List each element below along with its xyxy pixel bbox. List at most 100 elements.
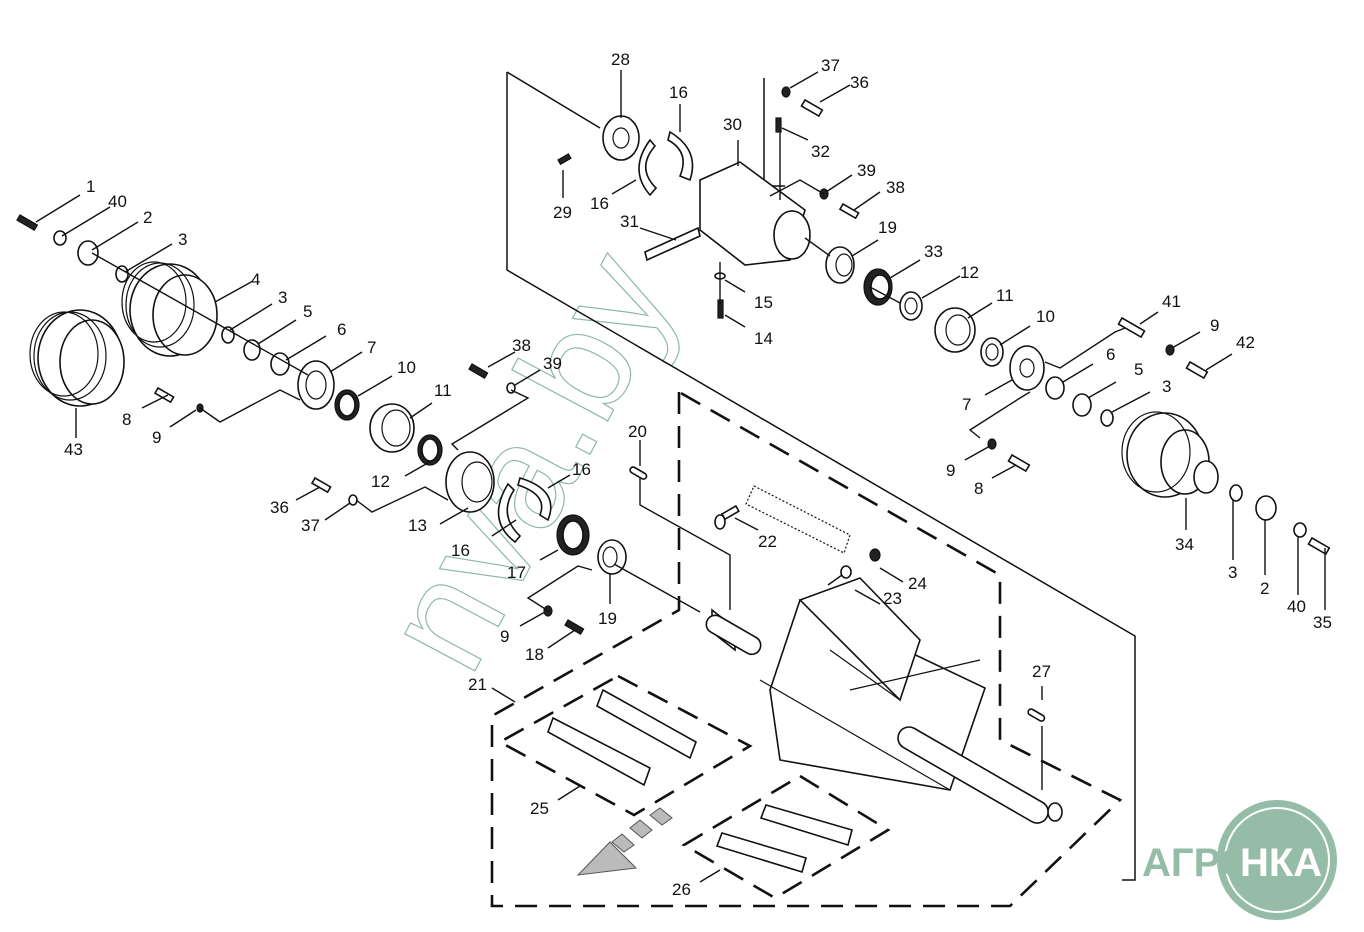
callout-5: 5	[303, 302, 312, 321]
flange-7-right	[1009, 345, 1045, 391]
callout-16: 16	[590, 194, 609, 213]
callout-34: 34	[1175, 535, 1194, 554]
seal-12-left	[417, 434, 443, 466]
callout-37: 37	[301, 516, 320, 535]
bolt-38-left	[468, 363, 489, 380]
callout-26: 26	[672, 880, 691, 899]
callout-35: 35	[1313, 613, 1332, 632]
blade-26b	[715, 832, 807, 874]
callout-7: 7	[962, 395, 971, 414]
callout-15: 15	[754, 293, 773, 312]
tube-30	[699, 161, 811, 266]
callout-25: 25	[530, 799, 549, 818]
blade-25b	[547, 716, 651, 787]
callout-8: 8	[122, 410, 131, 429]
callout-3: 3	[1162, 377, 1171, 396]
callout-9: 9	[500, 627, 509, 646]
spacer-2-left	[77, 240, 99, 266]
callout-9: 9	[1210, 316, 1219, 335]
pin-32	[775, 117, 782, 133]
callout-43: 43	[64, 440, 83, 459]
agronka-logo: АГРО НКА	[1142, 800, 1337, 920]
callout-16: 16	[451, 541, 470, 560]
callout-19: 19	[598, 609, 617, 628]
key-27	[1027, 708, 1046, 722]
flange-7-left	[297, 360, 335, 410]
pulley-43	[29, 309, 125, 407]
callout-22: 22	[758, 532, 777, 551]
callout-21: 21	[468, 675, 487, 694]
callout-labels: 1 40 2 3 4 3 5 6 7 10 11 12 43 8 9 38 39…	[64, 50, 1332, 899]
clip-16-left-a	[517, 477, 552, 522]
bolt-18	[564, 619, 585, 636]
callout-10: 10	[397, 358, 416, 377]
washer-9-right-top	[1165, 344, 1175, 356]
seal-12-right	[899, 291, 923, 321]
callout-3: 3	[278, 288, 287, 307]
callout-16: 16	[669, 83, 688, 102]
pulley-4	[121, 261, 218, 357]
bolt-22	[714, 504, 740, 530]
ring-3-right	[1100, 409, 1114, 427]
callout-38: 38	[886, 178, 905, 197]
seal-10-left	[334, 389, 360, 421]
callout-40: 40	[108, 192, 127, 211]
callout-14: 14	[754, 329, 773, 348]
callout-3: 3	[1228, 563, 1237, 582]
callout-2: 2	[1260, 579, 1269, 598]
callout-2: 2	[143, 208, 152, 227]
callout-1: 1	[86, 177, 95, 196]
callout-16: 16	[572, 460, 591, 479]
callout-3: 3	[178, 230, 187, 249]
ring-19-left	[597, 539, 627, 575]
callout-4: 4	[251, 270, 260, 289]
washer-40-left	[53, 230, 67, 246]
ring-3-left	[115, 265, 129, 283]
key-20	[629, 466, 648, 480]
bolt-8-right	[1007, 453, 1031, 473]
callout-11: 11	[996, 286, 1014, 305]
callout-38: 38	[512, 336, 531, 355]
housing-frame-outline	[506, 72, 1136, 881]
spacer-2-right	[1255, 495, 1277, 521]
leader-lines	[35, 70, 1326, 883]
callout-13: 13	[408, 516, 427, 535]
bracket-41	[1117, 316, 1146, 339]
collar-6-right	[1045, 376, 1065, 400]
callout-29: 29	[553, 203, 572, 222]
callout-19: 19	[878, 218, 897, 237]
callout-12: 12	[371, 472, 390, 491]
logo-text-left: АГРО	[1142, 841, 1251, 885]
seal-17	[556, 514, 590, 556]
spacer-23	[840, 565, 852, 579]
callout-39: 39	[857, 161, 876, 180]
callout-24: 24	[908, 574, 927, 593]
callout-28: 28	[611, 50, 630, 69]
clip-16-top-b	[638, 138, 658, 197]
ring-5-right	[1072, 393, 1092, 417]
callout-30: 30	[723, 115, 742, 134]
seal-10-right	[980, 337, 1004, 367]
callout-23: 23	[883, 589, 902, 608]
callout-9: 9	[946, 461, 955, 480]
callout-12: 12	[960, 263, 979, 282]
callout-5: 5	[1134, 360, 1143, 379]
washer-9-right	[987, 438, 997, 450]
callout-36: 36	[270, 498, 289, 517]
blade-set-25-boundary	[497, 674, 753, 817]
bolt-42	[1185, 360, 1209, 380]
rotor-body	[705, 577, 1063, 824]
callout-33: 33	[924, 242, 943, 261]
callout-9: 9	[152, 428, 161, 447]
clip-16-top-a	[667, 130, 694, 182]
bolt-38-top	[838, 202, 860, 220]
blade-25a	[596, 688, 697, 760]
callout-18: 18	[525, 645, 544, 664]
screw-29	[557, 153, 572, 166]
housing-13	[445, 451, 495, 513]
housing-frame-top	[506, 71, 601, 129]
pulley-34	[1121, 411, 1219, 498]
ring-3-right-b	[1229, 484, 1243, 502]
callout-42: 42	[1236, 333, 1255, 352]
callout-36: 36	[850, 73, 869, 92]
